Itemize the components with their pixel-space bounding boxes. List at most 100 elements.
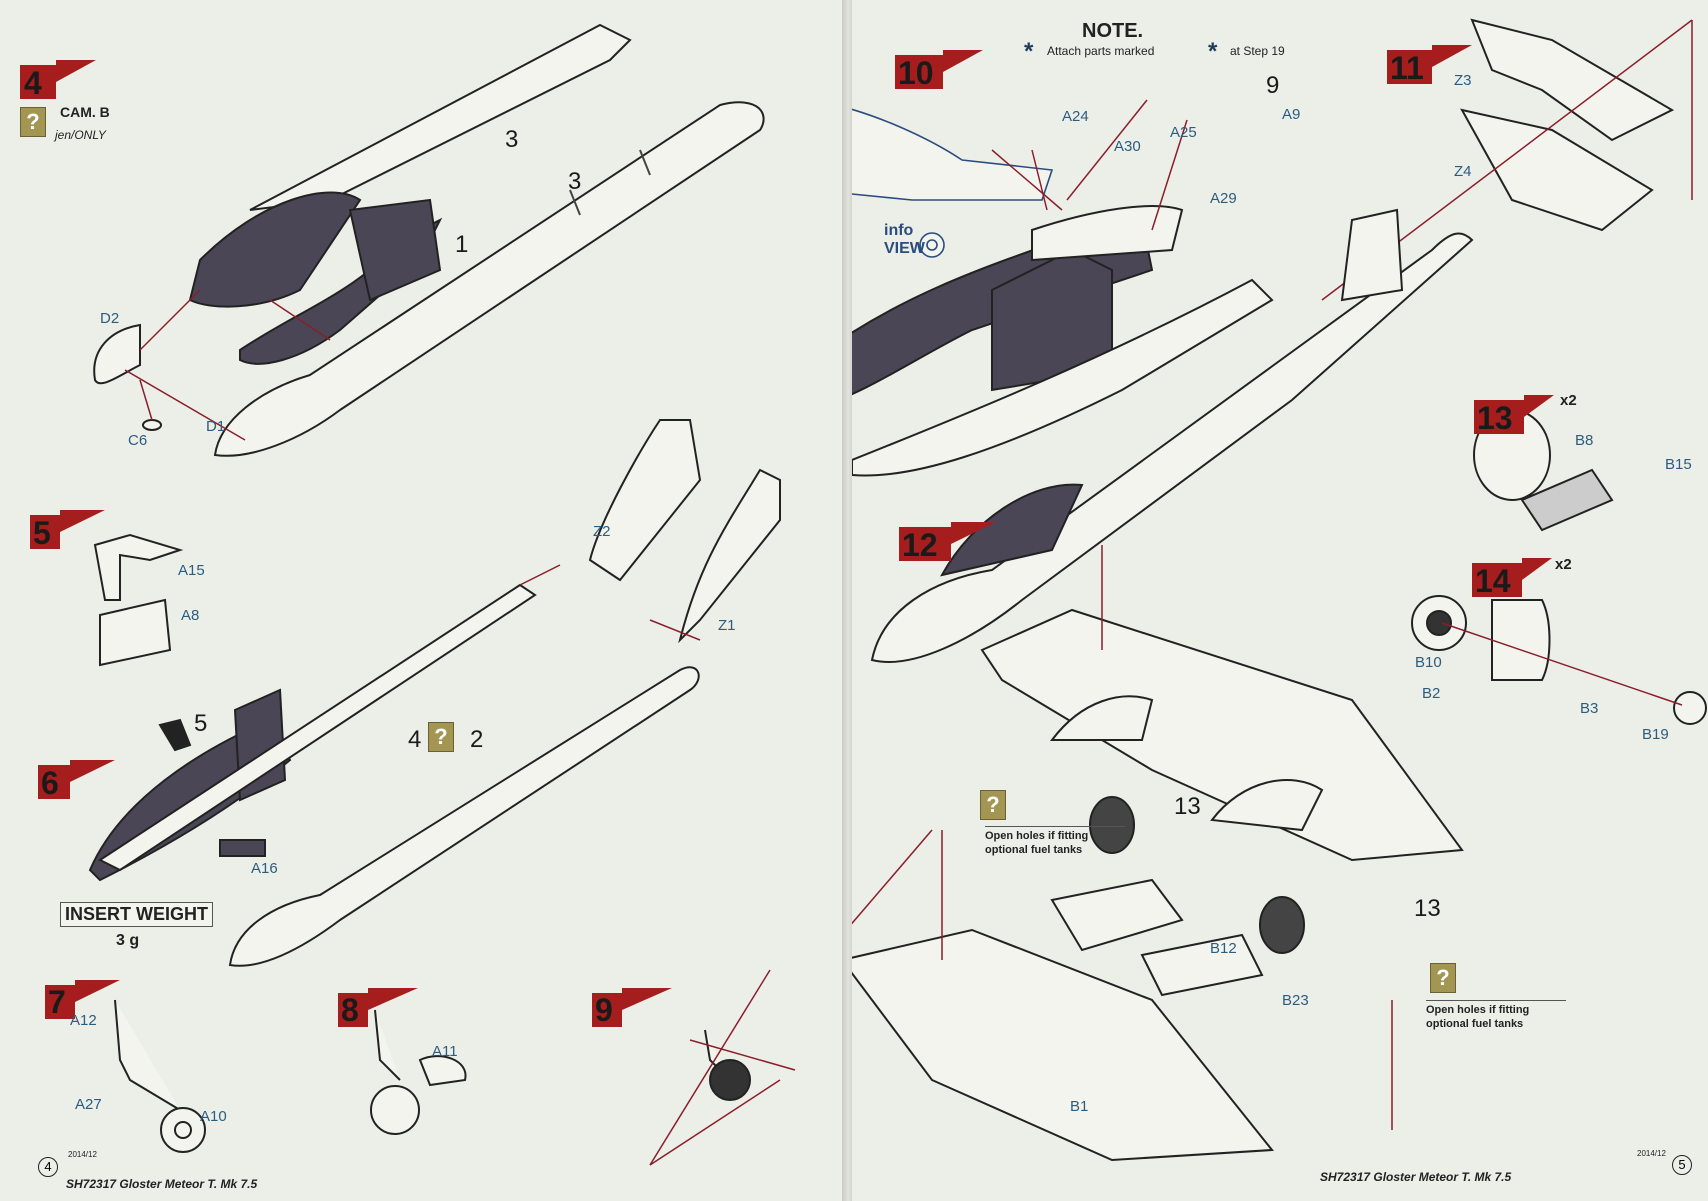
step-number-13: 13 bbox=[1477, 400, 1513, 436]
part-label-a12: A12 bbox=[70, 1012, 97, 1029]
step-flag-6 bbox=[38, 765, 70, 799]
step-flag-8 bbox=[338, 993, 368, 1027]
question-icon-4: ? bbox=[1430, 963, 1456, 993]
step-flag-tail-8 bbox=[368, 988, 418, 1010]
part-label-a15: A15 bbox=[178, 562, 205, 579]
step-flag-tail-13 bbox=[1524, 395, 1554, 417]
page-number-5: 5 bbox=[1672, 1155, 1692, 1175]
part-label-z3: Z3 bbox=[1454, 72, 1472, 89]
part-label-z2: Z2 bbox=[593, 523, 611, 540]
note-title: NOTE. bbox=[1082, 20, 1144, 42]
info-view-drawing bbox=[852, 108, 1054, 258]
part-label-a24: A24 bbox=[1062, 108, 1089, 125]
engine-nozzle-drawing bbox=[1411, 595, 1707, 725]
step-flag-tail-14 bbox=[1522, 558, 1552, 580]
part-label-a16: A16 bbox=[251, 860, 278, 877]
step-flag-tail-6 bbox=[70, 760, 115, 782]
step-flag-14 bbox=[1472, 563, 1522, 597]
left-page: 4 ? CAM. B jen/ONLY D2 D1 C6 3 3 1 5 A15… bbox=[0, 0, 845, 1201]
assembly-lines-10 bbox=[991, 99, 1188, 231]
question-icon-3: ? bbox=[980, 790, 1006, 820]
step-ref-3b: 3 bbox=[568, 168, 582, 195]
asterisk-icon: * bbox=[1024, 38, 1034, 65]
fuselage-step6-drawing bbox=[97, 583, 700, 967]
only-label: jen/ONLY bbox=[55, 128, 106, 142]
step-number-9: 9 bbox=[595, 992, 613, 1028]
part-label-b1: B1 bbox=[1070, 1098, 1089, 1115]
part-label-b23: B23 bbox=[1282, 992, 1309, 1009]
step-number-4: 4 bbox=[24, 65, 42, 101]
step-flag-9 bbox=[592, 993, 622, 1027]
part-a15-drawing bbox=[93, 533, 184, 667]
part-label-d2: D2 bbox=[100, 310, 120, 327]
step-ref-4: 4 bbox=[408, 726, 422, 753]
assembly-lines-789 bbox=[649, 969, 796, 1166]
holes-note-1: Open holes if fitting optional fuel tank… bbox=[985, 826, 1125, 857]
part-label-a9: A9 bbox=[1282, 106, 1301, 123]
right-page-drawings bbox=[852, 18, 1707, 1162]
part-label-a29: A29 bbox=[1210, 190, 1237, 207]
footer-title-right: SH72317 Gloster Meteor T. Mk 7.5 bbox=[1320, 1170, 1512, 1184]
question-icon: ? bbox=[20, 107, 46, 137]
left-page-drawings bbox=[88, 23, 796, 1166]
part-label-b3: B3 bbox=[1580, 700, 1599, 717]
step-number-12: 12 bbox=[902, 527, 938, 563]
page-number-4: 4 bbox=[38, 1157, 58, 1177]
step-ref-13b: 13 bbox=[1414, 895, 1441, 922]
step-ref-5: 5 bbox=[194, 710, 208, 737]
part-label-c6: C6 bbox=[128, 432, 148, 449]
step-flag-7 bbox=[45, 985, 75, 1019]
assembly-lines-14 bbox=[1441, 622, 1683, 706]
assembly-lines-4 bbox=[124, 289, 331, 441]
tail-drawing bbox=[588, 419, 781, 644]
part-label-d1: D1 bbox=[206, 418, 226, 435]
date-code-right: 2014/12 bbox=[1637, 1149, 1666, 1158]
step-number-8: 8 bbox=[341, 992, 359, 1028]
lower-wing-drawing bbox=[852, 878, 1274, 1162]
step-flag-12 bbox=[899, 527, 951, 561]
upper-wing-drawing bbox=[980, 608, 1464, 862]
step-ref-2: 2 bbox=[470, 726, 484, 753]
landing-gear-drawings bbox=[114, 999, 751, 1153]
date-code-left: 2014/12 bbox=[68, 1150, 97, 1159]
view-label: VIEW bbox=[884, 240, 925, 257]
step-ref-9: 9 bbox=[1266, 72, 1280, 99]
part-label-a10: A10 bbox=[200, 1108, 227, 1125]
assembly-lines-6 bbox=[519, 564, 701, 641]
holes-note-2: Open holes if fitting optional fuel tank… bbox=[1426, 1000, 1566, 1031]
step-number-10: 10 bbox=[898, 55, 934, 91]
cam-b-label: CAM. B bbox=[60, 104, 110, 120]
step-flag-11 bbox=[1387, 50, 1432, 84]
tailplane-drawing bbox=[1460, 18, 1675, 232]
step-ref-13a: 13 bbox=[1174, 793, 1201, 820]
step-number-5: 5 bbox=[33, 515, 51, 551]
canopy-frame-drawing bbox=[852, 205, 1274, 477]
assembly-lines-12 bbox=[852, 545, 1393, 1130]
part-label-a27: A27 bbox=[75, 1096, 102, 1113]
step-number-7: 7 bbox=[48, 984, 66, 1020]
part-label-b19: B19 bbox=[1642, 726, 1669, 743]
step-number-6: 6 bbox=[41, 765, 59, 801]
info-label: info bbox=[884, 222, 914, 239]
part-label-b12: B12 bbox=[1210, 940, 1237, 957]
step-flag-4 bbox=[20, 65, 56, 99]
step-flag-13 bbox=[1474, 400, 1524, 434]
footer-title-left: SH72317 Gloster Meteor T. Mk 7.5 bbox=[66, 1177, 258, 1191]
note-text-2: at Step 19 bbox=[1230, 44, 1285, 58]
step-flag-tail-11 bbox=[1432, 45, 1472, 67]
step-flag-tail-9 bbox=[622, 988, 672, 1010]
weight-value: 3 g bbox=[116, 932, 140, 949]
step-number-11: 11 bbox=[1390, 50, 1424, 86]
part-label-a11: A11 bbox=[432, 1043, 458, 1060]
note-text: Attach parts marked bbox=[1047, 44, 1155, 58]
part-label-a8: A8 bbox=[181, 607, 200, 624]
insert-weight-label: INSERT WEIGHT bbox=[60, 902, 213, 927]
step-number-14: 14 bbox=[1475, 563, 1511, 599]
part-label-b2: B2 bbox=[1422, 685, 1441, 702]
right-page: NOTE. * Attach parts marked * at Step 19… bbox=[852, 0, 1708, 1201]
step-flag-5 bbox=[30, 515, 60, 549]
multiplier-14: x2 bbox=[1555, 556, 1572, 573]
part-label-a30: A30 bbox=[1114, 138, 1141, 155]
step-flag-tail-10 bbox=[943, 50, 983, 72]
